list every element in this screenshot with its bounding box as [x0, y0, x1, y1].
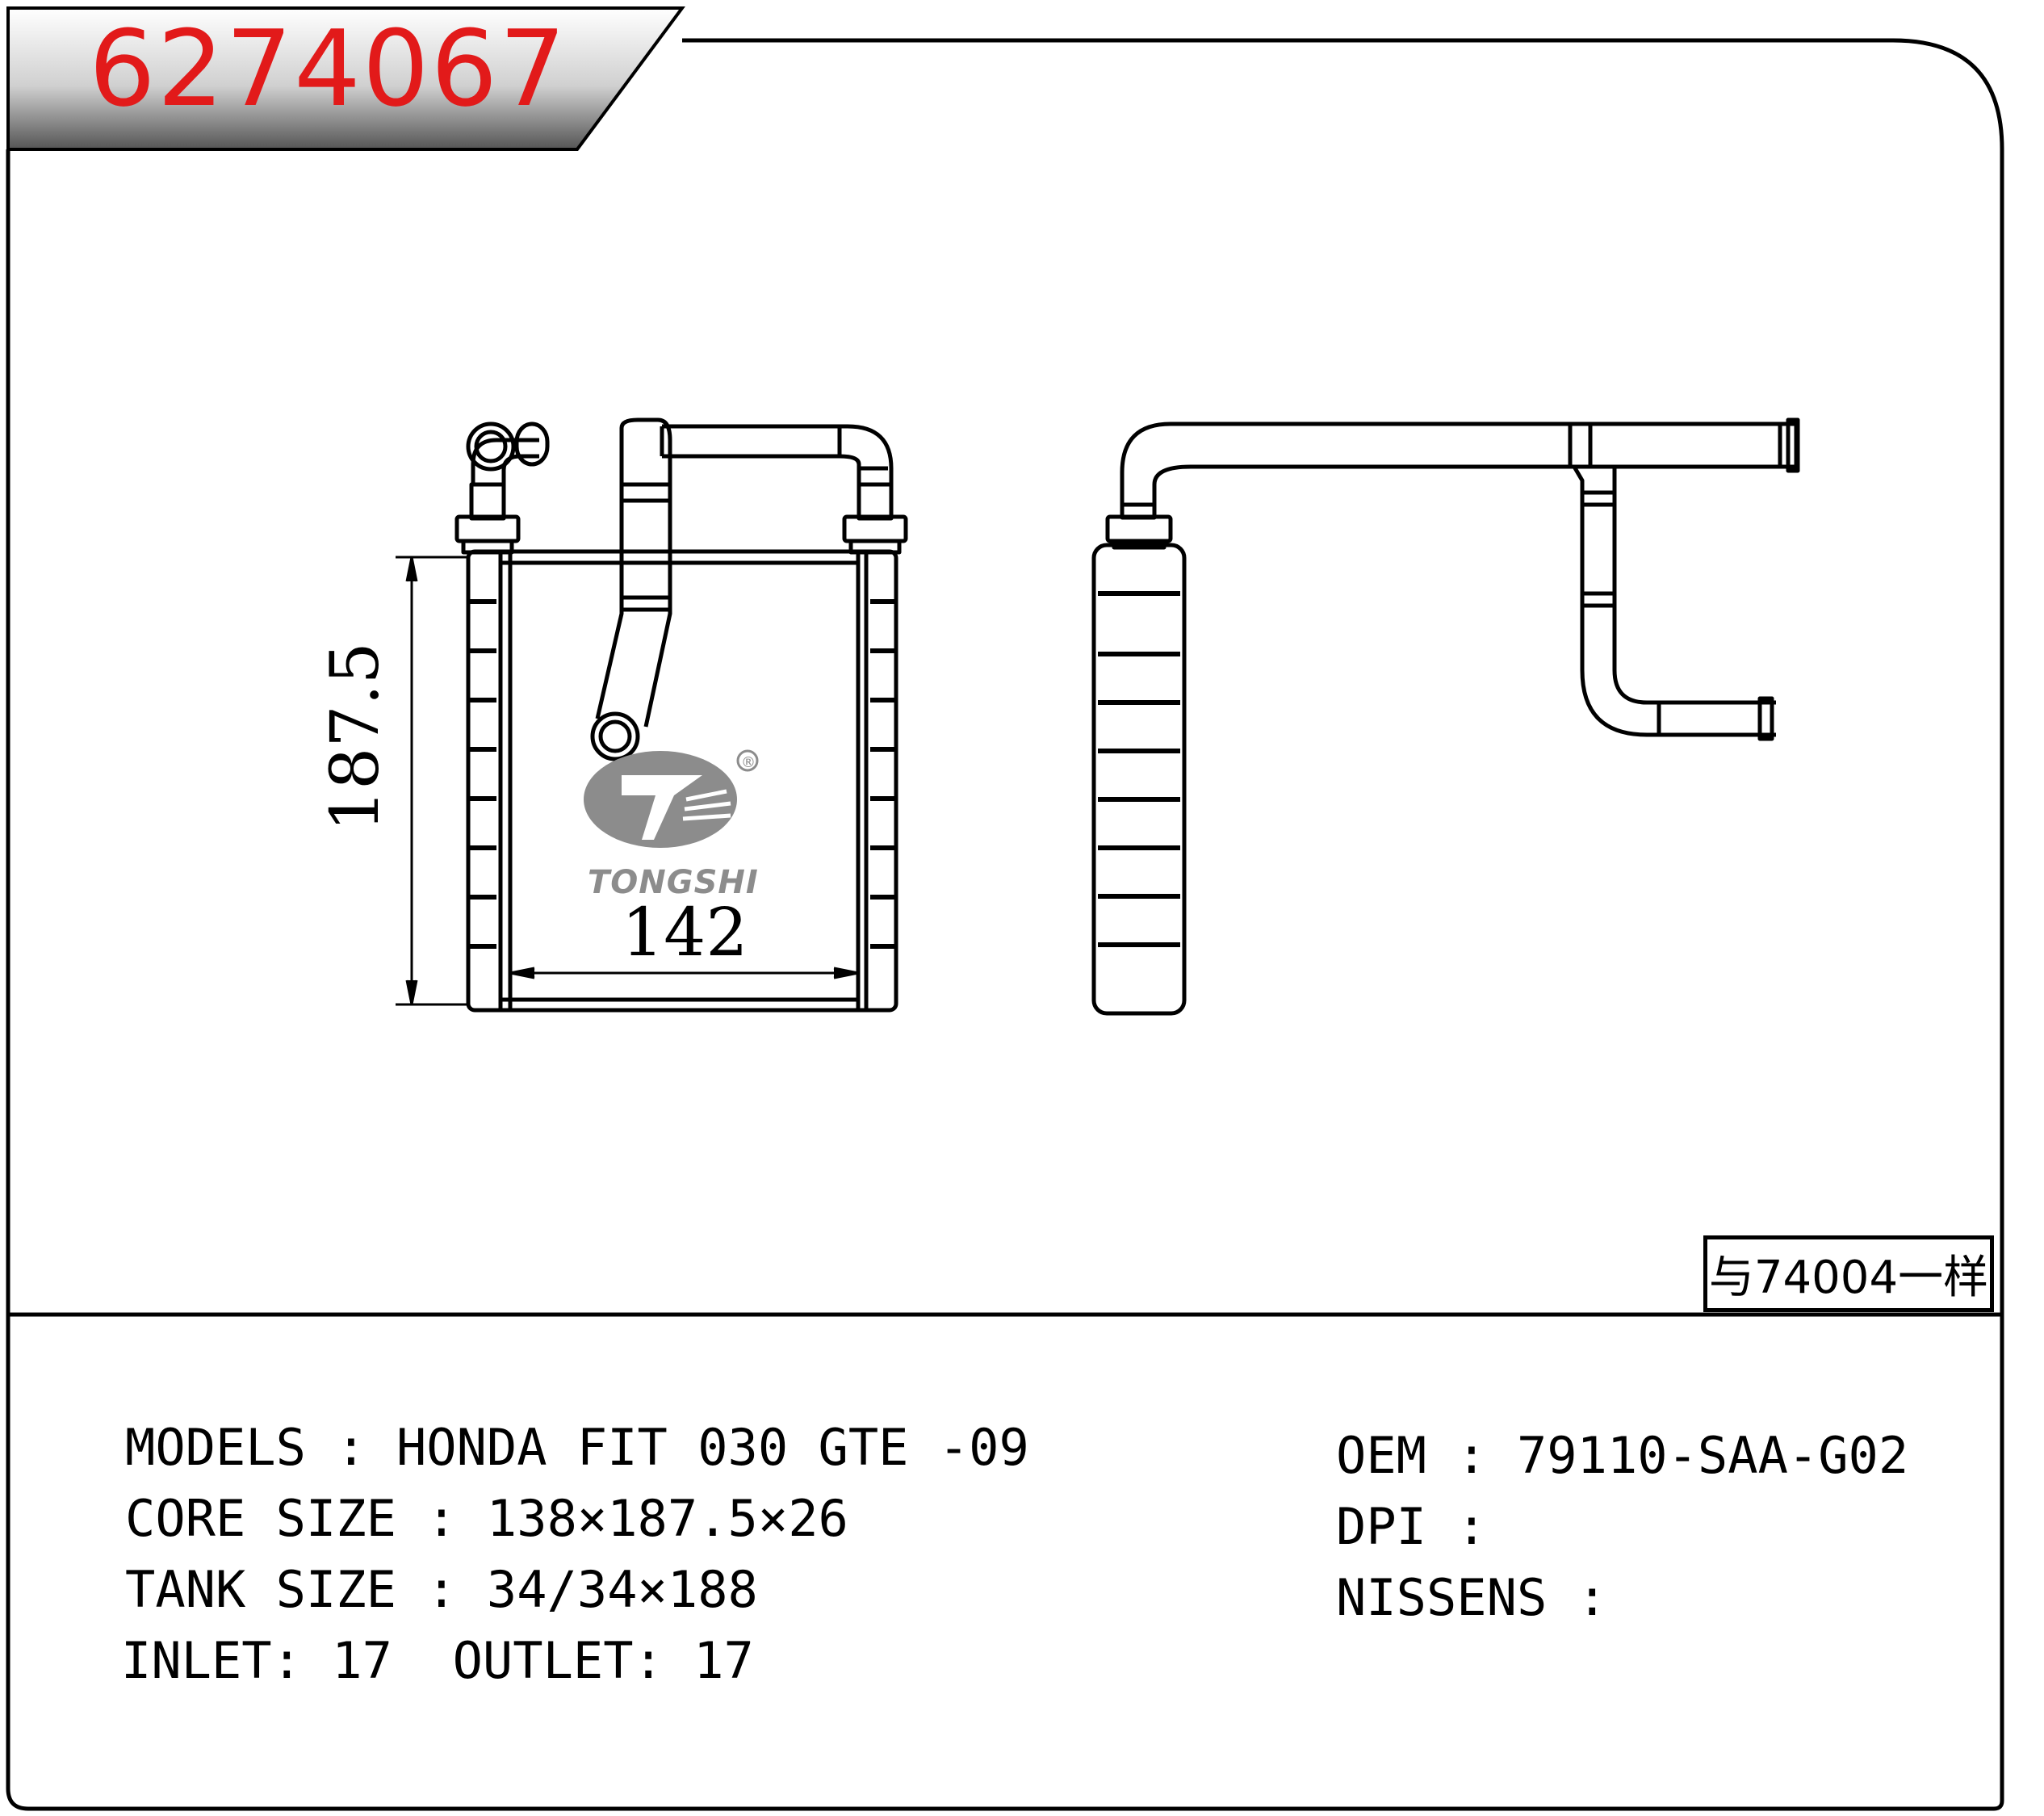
part-number: 6274067: [89, 7, 568, 130]
spec-tank-size: TANK SIZE : 34/34×188: [125, 1560, 758, 1619]
spec-oem: OEM : 79110-SAA-G02: [1336, 1426, 1909, 1485]
front-view: [396, 417, 908, 1013]
registered-mark: ®: [741, 754, 756, 771]
spec-nissens: NISSENS :: [1336, 1568, 1607, 1627]
title-badge: [6, 6, 685, 151]
height-dimension-label: 187.5: [317, 642, 394, 832]
brand-name: TONGSHI: [588, 864, 759, 901]
side-view: [1091, 417, 1800, 1016]
brand-logo: [584, 749, 759, 848]
spec-models: MODELS : HONDA FIT 030 GTE -09: [125, 1418, 1029, 1477]
width-dimension-label: 142: [622, 895, 748, 971]
note-box: 与74004一样: [1703, 1235, 1994, 1312]
spec-core-size: CORE SIZE : 138×187.5×26: [125, 1489, 848, 1548]
spec-inlet-outlet: INLET: 17 OUTLET: 17: [121, 1631, 754, 1690]
note-text: 与74004一样: [1708, 1252, 1989, 1304]
spec-dpi: DPI :: [1336, 1497, 1487, 1556]
outer-frame: [6, 38, 2004, 1811]
